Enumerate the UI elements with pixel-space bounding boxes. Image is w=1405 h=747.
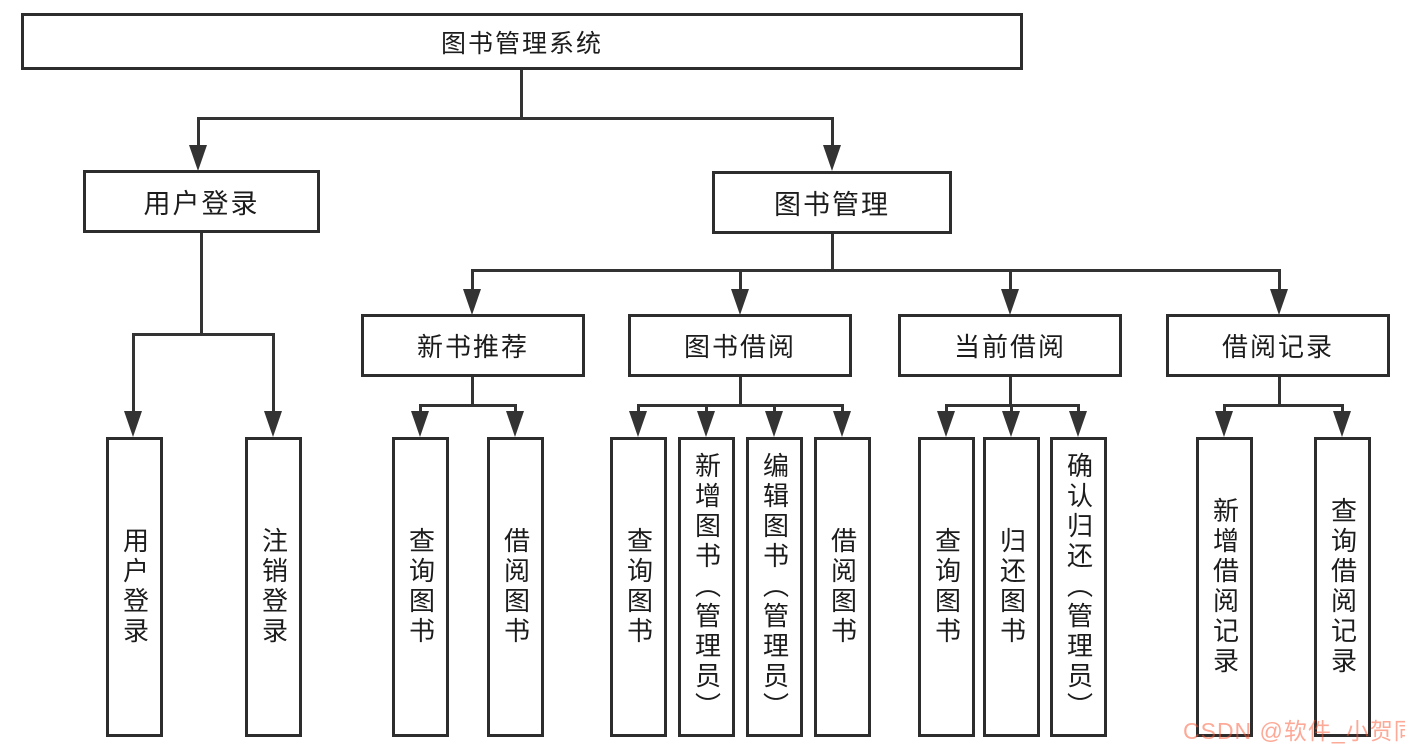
node-new-book-recommend: 新书推荐 <box>361 314 585 377</box>
connector-line <box>773 404 776 414</box>
connector-line <box>1009 269 1012 291</box>
node-book-borrow: 图书借阅 <box>628 314 852 377</box>
leaf-query-books-current: 查询图书 <box>918 437 975 737</box>
connector-line <box>637 404 842 407</box>
leaf-logout: 注销登录 <box>245 437 302 737</box>
connector-line <box>637 404 640 414</box>
connector-line <box>200 233 203 336</box>
leaf-borrow-books: 借阅图书 <box>814 437 871 737</box>
arrow-down-icon <box>937 411 955 437</box>
leaf-label: 确认归还（管理员） <box>1063 452 1094 722</box>
leaf-add-books-admin: 新增图书（管理员） <box>678 437 735 737</box>
connector-line <box>197 117 200 148</box>
connector-line <box>739 377 742 406</box>
leaf-user-login: 用户登录 <box>106 437 163 737</box>
node-label: 图书管理系统 <box>440 29 603 58</box>
connector-line <box>419 404 422 414</box>
connector-line <box>831 234 834 272</box>
connector-line <box>841 404 844 414</box>
node-label: 当前借阅 <box>953 332 1066 362</box>
leaf-label: 查询图书 <box>931 527 962 647</box>
connector-line <box>1341 404 1344 414</box>
leaf-return-books: 归还图书 <box>983 437 1040 737</box>
leaf-query-books-borrow: 查询图书 <box>610 437 667 737</box>
leaf-query-books-recommend: 查询图书 <box>392 437 449 737</box>
arrow-down-icon <box>697 411 715 437</box>
arrow-down-icon <box>1270 289 1288 315</box>
connector-line <box>1010 404 1013 414</box>
arrow-down-icon <box>1069 411 1087 437</box>
connector-line <box>1223 404 1226 414</box>
leaf-edit-books-admin: 编辑图书（管理员） <box>746 437 803 737</box>
arrow-down-icon <box>124 411 142 437</box>
connector-line <box>272 333 275 413</box>
arrow-down-icon <box>833 411 851 437</box>
connector-line <box>1077 404 1080 414</box>
leaf-borrow-books-recommend: 借阅图书 <box>487 437 544 737</box>
node-label: 图书管理 <box>774 190 890 220</box>
arrow-down-icon <box>1215 411 1233 437</box>
node-label: 用户登录 <box>143 189 260 219</box>
leaf-label: 新增图书（管理员） <box>691 452 722 722</box>
leaf-label: 归还图书 <box>996 527 1027 647</box>
leaf-label: 注销登录 <box>258 527 289 647</box>
connector-line <box>471 269 1281 272</box>
connector-line <box>197 117 834 120</box>
connector-line <box>514 404 517 414</box>
connector-line <box>1278 377 1281 406</box>
connector-line <box>945 404 948 414</box>
connector-line <box>1223 404 1343 407</box>
connector-line <box>471 269 474 291</box>
leaf-confirm-return-admin: 确认归还（管理员） <box>1050 437 1107 737</box>
arrow-down-icon <box>629 411 647 437</box>
connector-line <box>1278 269 1281 291</box>
node-user-login: 用户登录 <box>83 170 320 233</box>
leaf-label: 新增借阅记录 <box>1209 497 1240 677</box>
csdn-watermark: CSDN @软件_小贺同学 <box>1183 718 1405 744</box>
connector-line <box>739 269 742 291</box>
connector-line <box>132 333 135 413</box>
node-label: 借阅记录 <box>1221 332 1334 362</box>
node-current-borrow: 当前借阅 <box>898 314 1122 377</box>
connector-line <box>471 377 474 406</box>
connector-line <box>1009 377 1012 406</box>
connector-line <box>831 117 834 148</box>
node-root-library-system: 图书管理系统 <box>21 13 1023 70</box>
arrow-down-icon <box>1001 289 1019 315</box>
leaf-label: 查询借阅记录 <box>1327 497 1358 677</box>
leaf-add-borrow-record: 新增借阅记录 <box>1196 437 1253 737</box>
arrow-down-icon <box>765 411 783 437</box>
leaf-label: 查询图书 <box>623 527 654 647</box>
leaf-label: 查询图书 <box>405 527 436 647</box>
connector-line <box>520 70 523 118</box>
arrow-down-icon <box>264 411 282 437</box>
arrow-down-icon <box>1333 411 1351 437</box>
arrow-down-icon <box>823 145 841 171</box>
arrow-down-icon <box>463 289 481 315</box>
arrow-down-icon <box>411 411 429 437</box>
leaf-label: 编辑图书（管理员） <box>759 452 790 722</box>
leaf-label: 借阅图书 <box>827 527 858 647</box>
connector-line <box>132 333 275 336</box>
leaf-query-borrow-record: 查询借阅记录 <box>1314 437 1371 737</box>
arrow-down-icon <box>506 411 524 437</box>
leaf-label: 借阅图书 <box>500 527 531 647</box>
arrow-down-icon <box>1002 411 1020 437</box>
connector-line <box>419 404 516 407</box>
leaf-label: 用户登录 <box>119 527 150 647</box>
node-borrow-records: 借阅记录 <box>1166 314 1390 377</box>
arrow-down-icon <box>731 289 749 315</box>
arrow-down-icon <box>189 145 207 171</box>
node-label: 新书推荐 <box>416 332 529 362</box>
connector-line <box>705 404 708 414</box>
node-label: 图书借阅 <box>683 332 796 362</box>
node-book-management: 图书管理 <box>712 171 952 234</box>
